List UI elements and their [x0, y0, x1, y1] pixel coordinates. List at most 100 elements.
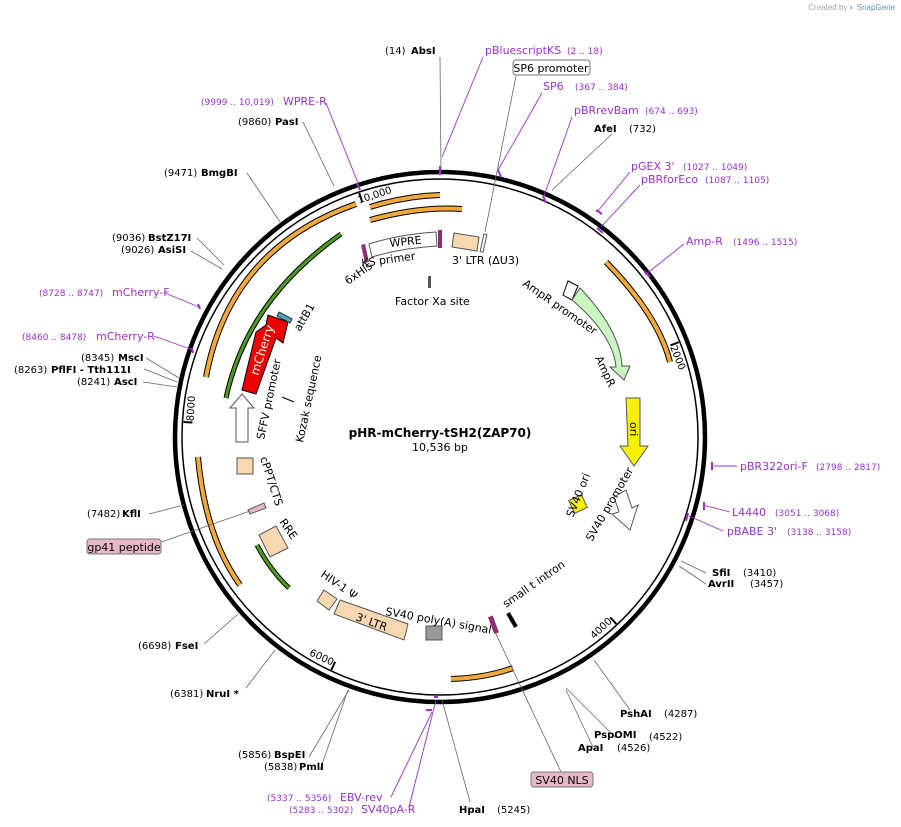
primer-name: pBR322ori-F — [740, 460, 808, 473]
enzyme-name: MscI — [118, 353, 144, 364]
sv40-promoter-arrow — [610, 489, 639, 531]
primer-range: (1496 .. 1515) — [733, 238, 797, 248]
enzyme-coord: (732) — [629, 124, 656, 135]
his6-mark — [361, 244, 369, 263]
plasmid-size: 10,536 bp — [412, 441, 468, 454]
sffv-arrow — [228, 393, 256, 443]
enzyme-name: PspOMI — [594, 730, 636, 741]
credit-brand: SnapGene — [856, 3, 895, 12]
enzyme-coord: (3457) — [750, 579, 783, 590]
backbone-inner-ring — [181, 178, 699, 696]
green-arcs — [223, 231, 343, 590]
small-t-intron-mark — [506, 612, 518, 628]
primer-name: Amp-R — [686, 235, 723, 248]
credit-prefix: Created by — [808, 3, 848, 12]
tick-mark — [609, 616, 618, 625]
enzyme-name: NruI * — [206, 689, 240, 700]
enzyme-leaders — [142, 56, 707, 803]
enzyme-name: ApaI — [578, 743, 603, 754]
callout-boxes: SP6 promoter SV40 NLS gp41 peptide — [86, 59, 594, 788]
ori-arrow — [619, 397, 649, 467]
enzyme-name: PmlI — [299, 762, 324, 773]
enzyme-coord: (5856) — [238, 750, 271, 761]
tick-marks — [183, 192, 680, 671]
enzyme-coord: (8241) — [77, 377, 110, 388]
ltr3-du3-label: 3' LTR (ΔU3) — [452, 254, 519, 267]
primer-range: (3051 .. 3068) — [775, 509, 839, 519]
hiv-psi-box — [316, 589, 338, 611]
wpre-ks-box — [368, 231, 438, 258]
enzyme-coord: (9860) — [238, 117, 271, 128]
enzyme-name: FseI — [175, 641, 198, 652]
enzyme-coord: (4287) — [664, 709, 697, 720]
primer-range: (674 .. 693) — [645, 107, 698, 117]
tick-label: 8000 — [186, 395, 198, 421]
feature-leaders — [149, 75, 562, 773]
primer-name: L4440 — [732, 506, 766, 519]
features — [228, 230, 649, 641]
primer-range: (2798 .. 2817) — [816, 463, 880, 473]
sp6-promoter-callout-box — [512, 59, 591, 76]
enzyme-coord: (4526) — [617, 743, 650, 754]
gp41-label: gp41 peptide — [87, 541, 161, 554]
enzyme-coord: (8263) — [14, 365, 47, 376]
primer-range: (5283 .. 5302) — [289, 806, 353, 816]
gp41-mark — [247, 502, 267, 515]
enzyme-name: BspEI — [274, 750, 305, 761]
primer-name: pBRrevBam — [574, 104, 639, 117]
enzyme-name: BstZ17I — [148, 233, 191, 244]
primer-name: pBluescriptKS — [485, 44, 561, 57]
wpre-mark — [438, 230, 442, 248]
sv40-nls-callout-box — [530, 771, 594, 788]
enzyme-coord: (9471) — [164, 168, 197, 179]
primer-range: (1087 .. 1105) — [705, 176, 769, 186]
primer-name: mCherry-F — [112, 286, 170, 299]
snapgene-credit: Created by ◐ SnapGene — [808, 3, 895, 12]
enzyme-name: AsiSI — [158, 245, 186, 256]
small-t-intron-label: small t intron — [500, 558, 567, 610]
wpre-label: WPRE — [389, 234, 422, 250]
primer-leaders — [153, 56, 737, 808]
ltr3-du3-box — [451, 232, 480, 252]
primer-name: pGEX 3' — [631, 160, 675, 173]
enzyme-name: AbsI — [411, 46, 436, 57]
tick-mark — [183, 420, 193, 424]
primer-name: SP6 — [543, 80, 564, 93]
enzyme-coord: (4522) — [649, 732, 682, 743]
sv40-polya-box — [425, 625, 443, 641]
primer-name: pBRforEco — [641, 173, 698, 186]
plasmid-name: pHR-mCherry-tSH2(ZAP70) — [348, 426, 532, 440]
cppt-box — [236, 457, 254, 475]
primer-range: (8728 .. 8747) — [39, 289, 103, 299]
ori-label: ori — [627, 422, 640, 436]
primer-range: (5337 .. 5356) — [267, 794, 331, 804]
enzyme-name: AvrII — [708, 579, 734, 590]
enzyme-name: SfiI — [712, 568, 730, 579]
cppt-label: cPPT/CTS — [257, 455, 285, 508]
kozak-mark — [281, 396, 295, 403]
enzyme-coord: (9026) — [121, 245, 154, 256]
attb1-mark — [276, 311, 293, 324]
enzyme-coord: (9036) — [112, 233, 145, 244]
primer-name: EBV-rev — [340, 791, 383, 804]
sv40-ori-box — [568, 494, 588, 514]
enzyme-name: HpaI — [459, 805, 485, 816]
orf-arcs — [195, 192, 673, 682]
primer-range: (9999 .. 10,019) — [201, 98, 274, 108]
sv40-ori-label: SV40 ori — [564, 471, 593, 519]
tick-mark — [670, 341, 680, 347]
enzyme-name: PflFI - Tth111I — [51, 365, 131, 376]
enzyme-coord: (14) — [385, 46, 406, 57]
snapgene-logo-icon: ◐ — [849, 3, 855, 12]
enzyme-coord: (6698) — [138, 641, 171, 652]
primer-name: WPRE-R — [283, 95, 327, 108]
enzyme-coord: (5838) — [264, 762, 297, 773]
primer-range: (2 .. 18) — [567, 47, 603, 57]
enzyme-name: AfeI — [594, 124, 617, 135]
orf-arc-left-lower — [195, 456, 243, 587]
enzyme-coord: (8345) — [81, 353, 114, 364]
ampr-arrow — [571, 287, 631, 381]
sv40-nls-mark — [488, 615, 499, 635]
primer-range: (8460 .. 8478) — [22, 333, 86, 343]
